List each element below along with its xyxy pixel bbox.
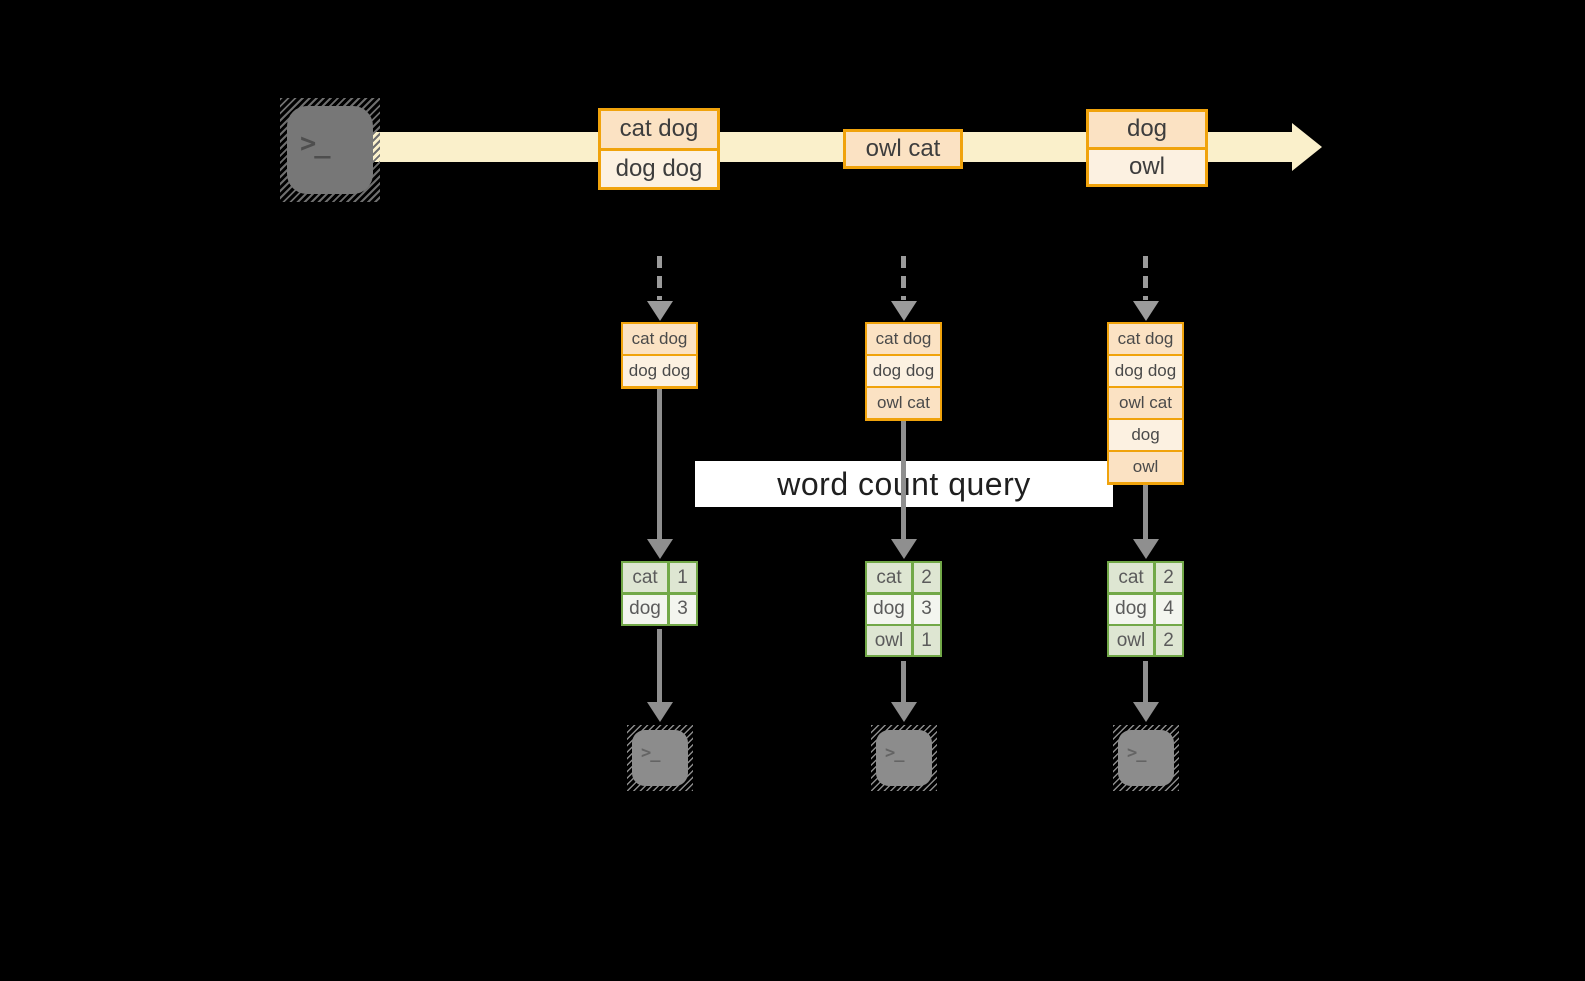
- count-table-2: cat 2 dog 3 owl 1: [865, 561, 942, 657]
- arrowhead-icon: [647, 702, 673, 722]
- stack-item: cat dog: [1109, 324, 1182, 354]
- dashed-arrowhead-icon: [891, 301, 917, 321]
- terminal-source-icon: >_: [280, 98, 380, 202]
- count-cell: 3: [913, 594, 940, 624]
- arrow-line: [901, 421, 906, 539]
- stack-item: cat dog: [867, 324, 940, 354]
- count-cell: 4: [1155, 594, 1182, 624]
- terminal-sink-icon: >_: [1113, 725, 1179, 791]
- terminal-prompt-glyph: >_: [885, 743, 905, 763]
- word-cell: dog: [1109, 594, 1153, 624]
- state-stack-1: cat dog dog dog: [621, 322, 698, 389]
- stack-item: owl cat: [867, 388, 940, 418]
- word-cell: cat: [1109, 563, 1153, 592]
- arrow-line: [901, 661, 906, 702]
- arrow-line: [1143, 485, 1148, 539]
- dashed-arrowhead-icon: [1133, 301, 1159, 321]
- word-cell: cat: [867, 563, 911, 592]
- dashed-arrowhead-icon: [647, 301, 673, 321]
- word-cell: dog: [623, 594, 667, 624]
- arrowhead-icon: [891, 539, 917, 559]
- stream-item: dog dog: [601, 150, 717, 187]
- count-cell: 2: [1155, 563, 1182, 592]
- state-stack-2: cat dog dog dog owl cat: [865, 322, 942, 421]
- arrow-line: [657, 389, 662, 539]
- stack-item: owl cat: [1109, 388, 1182, 418]
- count-cell: 2: [913, 563, 940, 592]
- state-stack-3: cat dog dog dog owl cat dog owl: [1107, 322, 1184, 485]
- arrowhead-icon: [1133, 702, 1159, 722]
- word-cell: dog: [867, 594, 911, 624]
- count-table-1: cat 1 dog 3: [621, 561, 698, 626]
- terminal-source-body: >_: [287, 106, 373, 194]
- arrow-line: [1143, 661, 1148, 702]
- stream-arrowhead-icon: [1292, 123, 1322, 171]
- terminal-prompt-glyph: >_: [300, 128, 330, 159]
- stack-item: cat dog: [623, 324, 696, 354]
- stream-item: owl: [1089, 149, 1205, 184]
- stream-item: owl cat: [846, 132, 960, 166]
- word-cell: owl: [867, 626, 911, 655]
- count-cell: 3: [669, 594, 696, 624]
- arrowhead-icon: [891, 702, 917, 722]
- terminal-sink-body: >_: [1118, 730, 1174, 786]
- count-table-3: cat 2 dog 4 owl 2: [1107, 561, 1184, 657]
- dashed-arrow-line: [657, 256, 662, 300]
- terminal-prompt-glyph: >_: [1127, 743, 1147, 763]
- terminal-sink-body: >_: [632, 730, 688, 786]
- word-cell: owl: [1109, 626, 1153, 655]
- word-cell: cat: [623, 563, 667, 592]
- stack-item: dog dog: [623, 356, 696, 386]
- dashed-arrow-line: [1143, 256, 1148, 300]
- terminal-sink-icon: >_: [871, 725, 937, 791]
- dashed-arrow-line: [901, 256, 906, 300]
- stream-batch-2: owl cat: [843, 129, 963, 169]
- terminal-sink-body: >_: [876, 730, 932, 786]
- stack-item: dog dog: [1109, 356, 1182, 386]
- stream-batch-1: cat dog dog dog: [598, 108, 720, 190]
- count-cell: 2: [1155, 626, 1182, 655]
- stack-item: owl: [1109, 452, 1182, 482]
- count-cell: 1: [669, 563, 696, 592]
- terminal-sink-icon: >_: [627, 725, 693, 791]
- arrow-line: [657, 629, 662, 702]
- stream-item: cat dog: [601, 111, 717, 148]
- stack-item: dog: [1109, 420, 1182, 450]
- arrowhead-icon: [1133, 539, 1159, 559]
- stream-item: dog: [1089, 112, 1205, 147]
- arrowhead-icon: [647, 539, 673, 559]
- terminal-prompt-glyph: >_: [641, 743, 661, 763]
- stream-batch-3: dog owl: [1086, 109, 1208, 187]
- stack-item: dog dog: [867, 356, 940, 386]
- count-cell: 1: [913, 626, 940, 655]
